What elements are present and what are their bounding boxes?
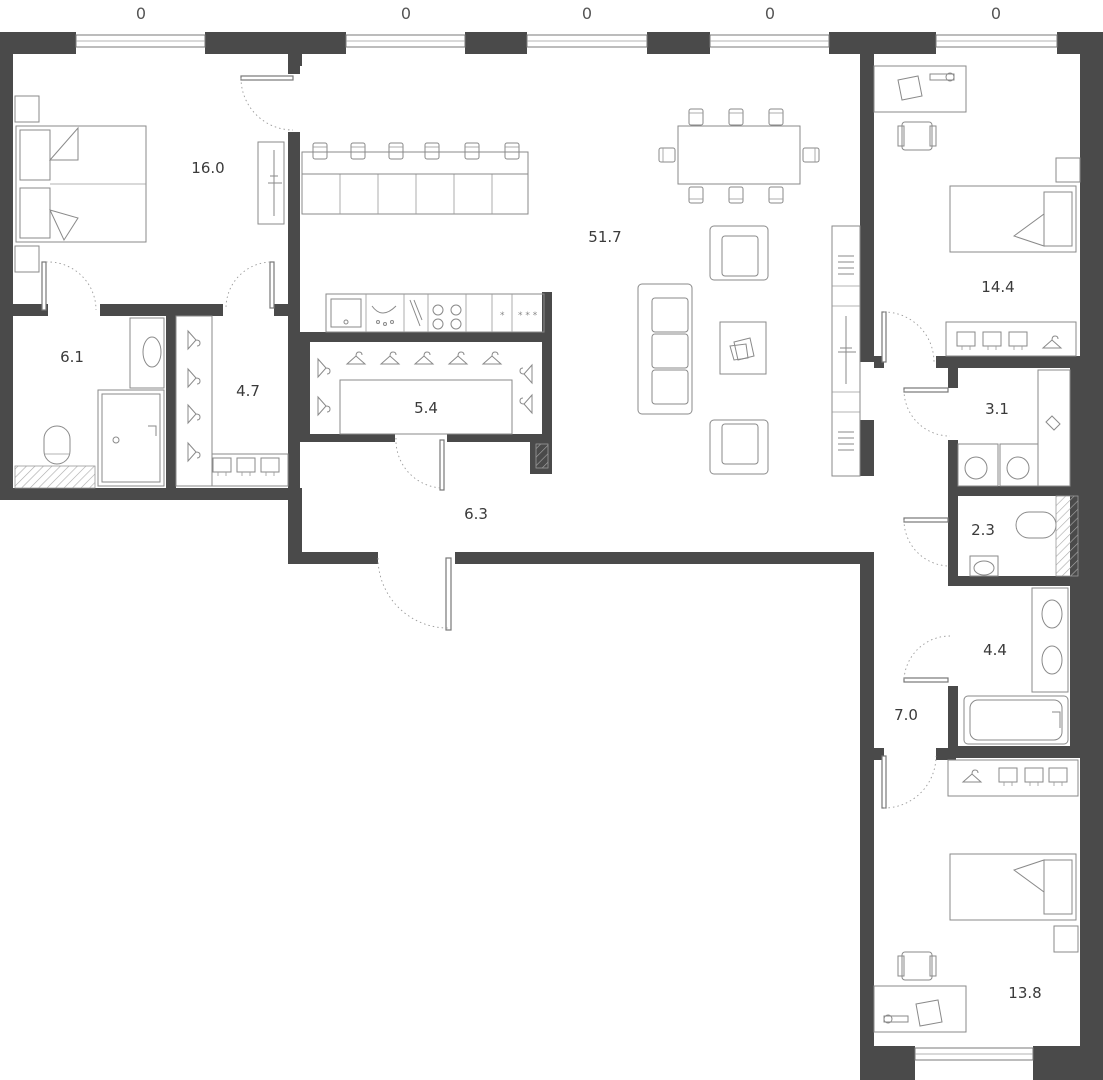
tv-unit [257,141,285,225]
sofa [637,283,693,415]
double-sink [1031,587,1069,693]
room-area-wardrobe-center: 5.4 [414,399,438,417]
bathtub [963,695,1069,745]
nightstand [1055,157,1081,183]
washing-machines [957,369,1071,487]
room-area-bath-main: 6.1 [60,348,84,366]
shower [97,389,165,487]
nightstand [1053,925,1079,953]
coffee-table [719,321,767,375]
svg-text:*: * [500,311,505,321]
window-dimension-label: 0 [136,4,146,23]
sink [129,317,165,389]
desk-chair [897,121,937,151]
shaft [14,465,96,489]
room-area-bedroom-ne: 14.4 [981,278,1014,296]
wardrobe-center [317,351,533,435]
toilet [43,425,71,465]
room-area-hall-center: 6.3 [464,505,488,523]
tv-wall-unit [831,225,861,477]
window-dimension-label: 0 [401,4,411,23]
bed-single [949,853,1077,921]
toilet [1015,511,1057,539]
armchair [709,225,769,281]
room-area-bedroom-se: 13.8 [1008,984,1041,1002]
bed-single [949,185,1077,253]
window-dimension-label: 0 [765,4,775,23]
room-area-corridor-east: 7.0 [894,706,918,724]
window-dimension-label: 0 [582,4,592,23]
doors [41,75,951,809]
desk [873,65,967,113]
wardrobe-rail [175,315,289,487]
shaft [1055,495,1079,577]
wardrobe-ne [945,321,1077,357]
room-area-bath-east: 4.4 [983,641,1007,659]
room-area-wardrobe-main: 4.7 [236,382,260,400]
armchair [709,419,769,475]
room-area-wc: 2.3 [971,521,995,539]
desk-chair [897,951,937,981]
room-area-laundry: 3.1 [985,400,1009,418]
bar-stools-counter [301,142,529,215]
desk [873,985,967,1033]
nightstand [14,95,40,123]
bed-double [15,125,147,243]
sink [969,555,999,577]
nightstand [14,245,40,273]
windows [75,34,1058,1061]
svg-text:* * *: * * * [518,311,538,321]
walls [0,32,1103,1080]
shaft [535,443,549,469]
room-area-bedroom-main: 16.0 [191,159,224,177]
room-area-living-kitchen: 51.7 [588,228,621,246]
kitchen-counter: * * * * [325,293,545,333]
wardrobe-se [947,759,1079,797]
window-dimension-label: 0 [991,4,1001,23]
dining-table [658,108,820,204]
